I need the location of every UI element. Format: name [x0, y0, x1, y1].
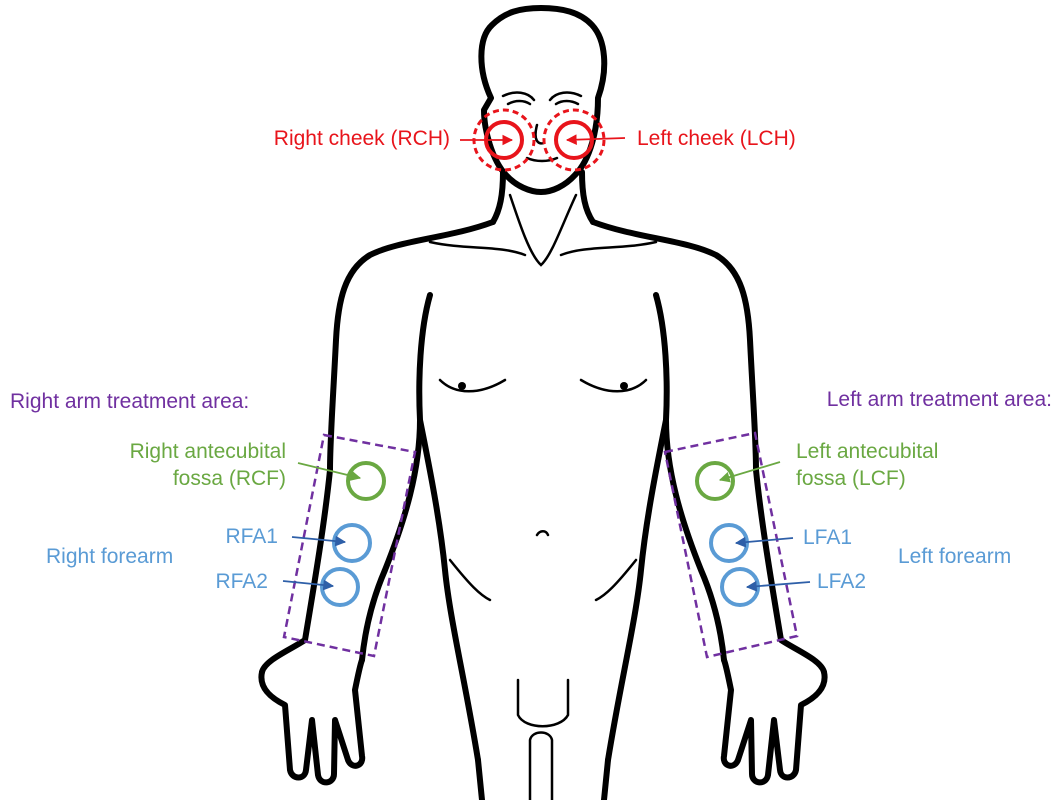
right-eye [508, 101, 530, 104]
right-arm-treatment-area-label: Right arm treatment area: [10, 390, 249, 414]
left-forearm-label: Left forearm [898, 545, 1011, 569]
left-antecubital-label-line1: Left antecubital [796, 440, 938, 464]
right-cheek-label: Right cheek (RCH) [200, 127, 450, 151]
collarbone-left [561, 242, 656, 255]
lfa1-label: LFA1 [803, 526, 852, 550]
left-arm-treatment-area-label: Left arm treatment area: [740, 388, 1052, 412]
left-eyebrow [550, 93, 581, 100]
left-hand [724, 660, 825, 782]
left-cheek-arrow [567, 138, 625, 140]
rfa1-label: RFA1 [180, 525, 278, 549]
right-antecubital-label-line1: Right antecubital [60, 440, 286, 464]
antecubital-sites [298, 462, 780, 499]
left-antecubital-circle [697, 463, 733, 499]
left-antecubital-label-line2: fossa (LCF) [796, 467, 906, 491]
navel [537, 531, 548, 535]
left-torso-side [608, 420, 666, 760]
right-antecubital-label-line2: fossa (RCF) [60, 467, 286, 491]
left-hip-line [596, 560, 636, 600]
neck-left [493, 172, 503, 222]
right-arm-inner [362, 295, 430, 660]
rfa2-circle [322, 569, 358, 605]
collarbone-right [430, 242, 525, 255]
rfa1-circle [334, 525, 370, 561]
left-nipple [620, 382, 628, 390]
right-nipple [458, 382, 466, 390]
right-pec [440, 380, 505, 391]
left-leg-inner [604, 760, 608, 800]
right-torso-side [420, 420, 478, 760]
neck-right [582, 172, 593, 222]
left-cheek-label: Left cheek (LCH) [637, 127, 796, 151]
rfa2-arrow [283, 581, 333, 586]
lfa2-label: LFA2 [817, 570, 866, 594]
head-outline [481, 8, 604, 192]
right-forearm-label: Right forearm [46, 545, 173, 569]
left-arm-inner [656, 295, 724, 660]
groin [518, 680, 568, 726]
left-eye [556, 101, 578, 104]
right-antecubital-circle [348, 463, 384, 499]
right-hand [261, 660, 362, 782]
right-arm-treatment-box [284, 435, 415, 656]
left-pec [581, 380, 646, 391]
right-leg-inner [478, 760, 482, 800]
rfa2-label: RFA2 [170, 570, 268, 594]
right-shoulder-arm-outer [262, 222, 493, 672]
right-hip-line [450, 560, 490, 600]
right-eyebrow [503, 93, 534, 100]
groin-lower [530, 733, 552, 800]
